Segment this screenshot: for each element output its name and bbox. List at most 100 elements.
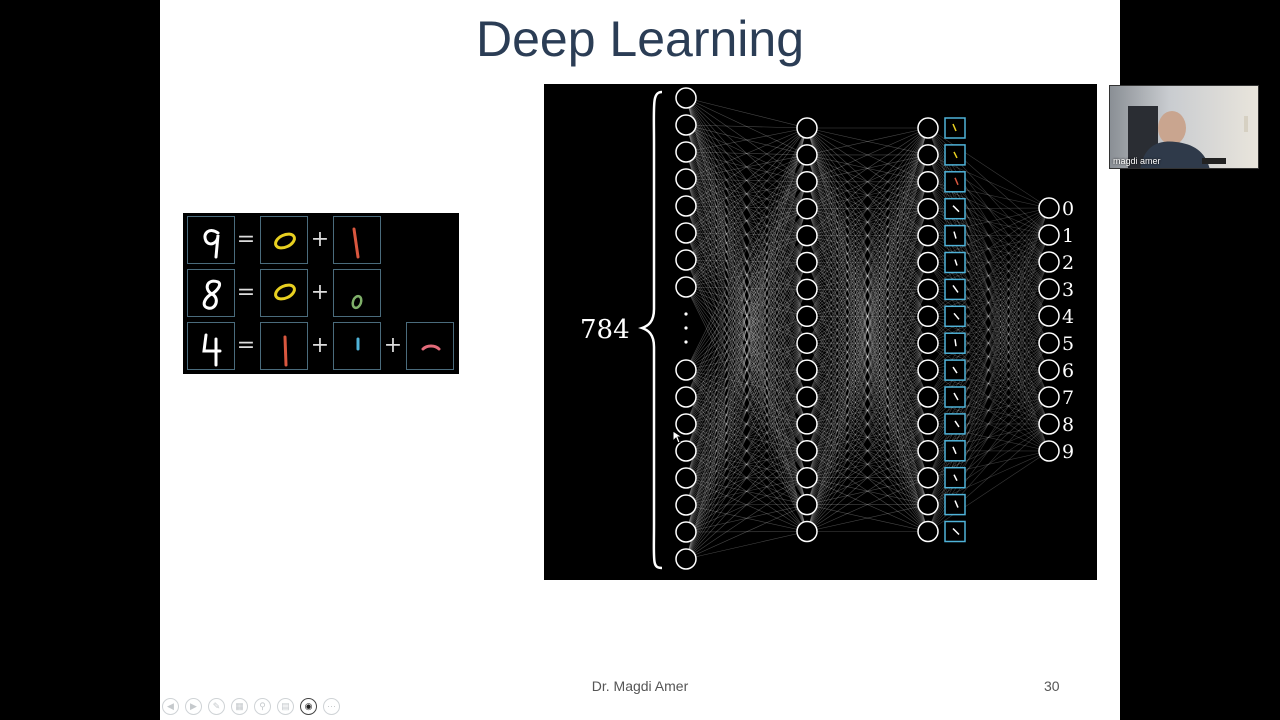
output-neuron [1038,278,1060,300]
zoom-icon[interactable]: ⚲ [254,698,271,715]
network-edge [806,154,929,290]
network-edge [806,262,929,290]
network-edge [685,531,808,560]
hidden-neuron-layer-1 [796,197,818,220]
network-edge [806,342,929,371]
network-edge [685,286,808,371]
network-edge [685,124,808,425]
output-label: 2 [1062,252,1074,274]
network-edge [806,289,929,317]
network-edge [806,208,929,290]
network-edge [806,127,929,371]
input-neuron [675,276,697,298]
network-edge [806,316,929,532]
network-edge [806,343,929,532]
network-edge [927,289,1050,371]
network-edge [806,181,929,532]
network-edge [685,232,808,398]
network-edge [685,208,808,261]
network-edge [685,97,808,317]
stroke-cell-yellow-loop [260,216,308,264]
network-edge [806,127,929,371]
network-edge [685,205,808,371]
camera-icon[interactable]: ◉ [300,698,317,715]
network-edge [685,342,808,371]
network-edge [685,369,808,505]
network-edge [685,154,808,371]
network-edge [685,286,808,344]
network-edge [685,396,808,479]
prev-arrow-icon[interactable]: ◀ [162,698,179,715]
network-edge [806,181,929,209]
hidden-neuron-layer-2 [917,332,939,354]
network-edge [806,342,929,425]
network-edge [806,396,929,478]
network-edge [806,127,929,290]
network-edge [685,97,808,290]
hidden-neuron-layer-1 [796,171,818,193]
feature-stroke [953,392,959,401]
network-edge [685,151,808,532]
network-edge [806,127,929,344]
network-edge [806,181,929,344]
participant-video[interactable]: magdi amer [1109,85,1259,169]
network-edge [685,154,808,207]
network-edge [806,262,929,425]
network-edge [685,259,808,478]
network-edge [806,316,929,452]
network-edge [685,369,808,452]
network-edge [806,369,929,452]
input-neuron [675,222,697,244]
network-edge [685,208,808,533]
network-edge [806,262,929,425]
input-neuron [675,413,697,435]
network-edge [806,208,929,236]
network-edge [806,289,929,317]
hidden-neuron-layer-2 [917,386,939,408]
next-arrow-icon[interactable]: ▶ [185,698,202,715]
more-options-icon[interactable]: ⋯ [323,698,340,715]
slides-grid-icon[interactable]: ▦ [231,698,248,715]
digit-cell-8 [187,269,235,317]
network-edge [806,235,929,532]
network-edge [685,316,808,560]
network-edge [806,181,929,425]
output-neuron [1038,413,1060,435]
network-edge [685,259,808,317]
hidden-neuron-layer-2 [917,117,939,139]
output-neuron [1038,224,1060,246]
network-edge [806,154,929,505]
hidden-neuron-layer-1 [796,251,818,274]
network-edge [685,477,808,532]
network-edge [685,369,808,425]
network-edge [685,151,808,451]
network-edge [806,127,929,425]
network-edge [685,286,808,451]
network-edge [685,235,808,371]
subtitles-icon[interactable]: ▤ [277,698,294,715]
network-edge [685,205,808,505]
network-edge [806,423,929,505]
hidden-neuron-layer-1 [796,117,818,139]
network-edge [685,154,808,533]
network-edge [806,342,929,425]
input-neuron [675,168,697,190]
network-edge [806,181,929,317]
network-edge [806,289,929,451]
network-edge [685,235,808,452]
network-edge [685,124,808,451]
network-edge [806,154,929,505]
pen-icon[interactable]: ✎ [208,698,225,715]
network-edge [685,289,808,533]
network-edge [685,232,808,451]
network-edge [806,289,929,344]
network-edge [685,97,808,371]
hidden-neuron-layer-1 [796,386,818,408]
equals-sign: = [236,227,256,252]
network-edge [927,288,1050,371]
hidden-neuron-layer-2 [917,224,939,247]
network-edge [806,289,929,505]
network-edge [806,154,929,263]
network-edge [806,262,929,532]
